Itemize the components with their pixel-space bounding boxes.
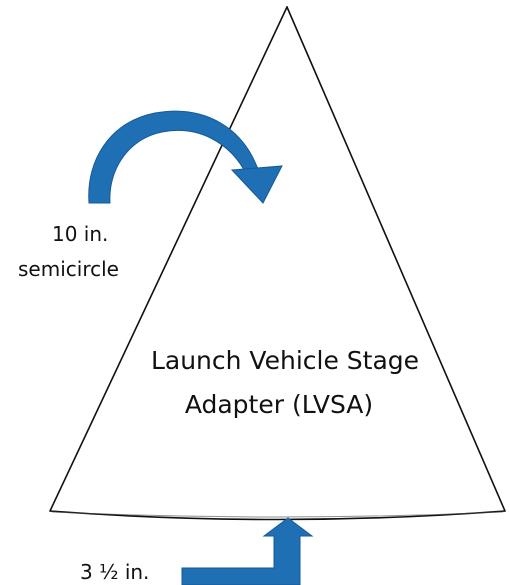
curved-arrow-head [230,165,283,204]
elbow-arrow-body [181,517,314,585]
bottom-dimension-label: 3 ½ in. [80,560,149,584]
curved-arrow-icon [88,110,283,204]
center-label-line2: Adapter (LVSA) [185,390,373,419]
elbow-arrow-icon [181,517,314,585]
center-label-line1: Launch Vehicle Stage [151,346,419,375]
cone-base-curve [49,510,506,521]
top-shape-label: semicircle [18,257,119,281]
cone-right-edge [286,6,506,512]
top-dimension-label: 10 in. [52,222,108,246]
curved-arrow-body [88,110,261,204]
cone-base-shadow [51,511,504,518]
cone-left-edge [49,6,288,512]
cone-outline [49,6,506,521]
